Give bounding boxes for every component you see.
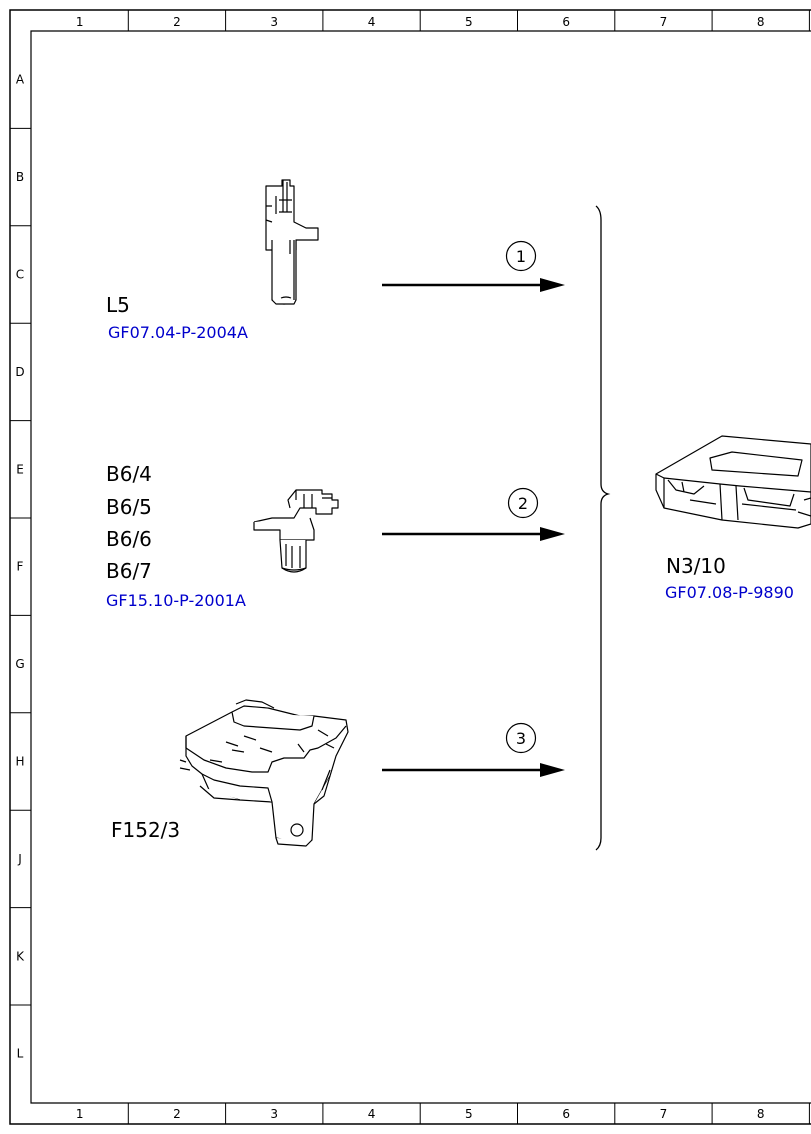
component-label-b6-6: B6/6 [106, 527, 152, 551]
grid-row-label: L [17, 1047, 24, 1061]
grid-column-label-top: 6 [562, 15, 570, 29]
reference-link-l5[interactable]: GF07.04-P-2004A [108, 323, 248, 342]
component-label-l5: L5 [106, 293, 130, 317]
camshaft-sensor-icon [253, 489, 339, 573]
grid-column-label-bottom: 4 [368, 1107, 376, 1121]
component-label-n3-10: N3/10 [666, 554, 726, 578]
grid-column-label-bottom: 7 [660, 1107, 668, 1121]
grid-row-label: K [16, 949, 25, 963]
signal-arrow-2 [382, 527, 565, 541]
signal-number-1: 1 [505, 240, 537, 272]
grid-column-label-bottom: 5 [465, 1107, 473, 1121]
grid-column-label-top: 4 [368, 15, 376, 29]
grid-column-label-top: 8 [757, 15, 765, 29]
grouping-brace [595, 205, 611, 851]
reference-link-n3-10[interactable]: GF07.08-P-9890 [665, 585, 794, 601]
svg-text:2: 2 [518, 494, 528, 513]
control-unit-icon [655, 435, 811, 529]
grid-row-label: H [15, 755, 24, 769]
grid-row-label: G [15, 657, 24, 671]
grid-column-label-bottom: 8 [757, 1107, 765, 1121]
component-label-b6-7: B6/7 [106, 559, 152, 583]
component-label-f152-3: F152/3 [111, 818, 181, 842]
grid-column-label-top: 7 [660, 15, 668, 29]
grid-column-label-bottom: 3 [270, 1107, 278, 1121]
signal-arrow-1 [382, 278, 565, 292]
speed-sensor-icon [265, 179, 319, 305]
grid-column-label-bottom: 2 [173, 1107, 181, 1121]
svg-text:1: 1 [516, 247, 526, 266]
grid-row-label: F [17, 560, 24, 574]
fuse-relay-module-icon [179, 699, 349, 847]
grid-column-label-top: 5 [465, 15, 473, 29]
reference-link-b6[interactable]: GF15.10-P-2001A [106, 591, 246, 610]
grid-row-label: C [16, 268, 24, 282]
grid-column-label-top: 2 [173, 15, 181, 29]
signal-arrow-3 [382, 763, 565, 777]
signal-number-2: 2 [507, 487, 539, 519]
component-label-b6-4: B6/4 [106, 462, 152, 486]
signal-number-3: 3 [505, 722, 537, 754]
grid-column-label-top: 3 [270, 15, 278, 29]
component-label-b6-5: B6/5 [106, 495, 152, 519]
grid-column-label-bottom: 1 [76, 1107, 84, 1121]
grid-row-label: E [16, 462, 24, 476]
grid-row-label: J [17, 852, 22, 866]
grid-row-label: D [15, 365, 24, 379]
svg-text:3: 3 [516, 729, 526, 748]
grid-column-label-top: 1 [76, 15, 84, 29]
grid-column-label-bottom: 6 [562, 1107, 570, 1121]
grid-row-label: A [16, 73, 25, 87]
grid-row-label: B [16, 170, 24, 184]
